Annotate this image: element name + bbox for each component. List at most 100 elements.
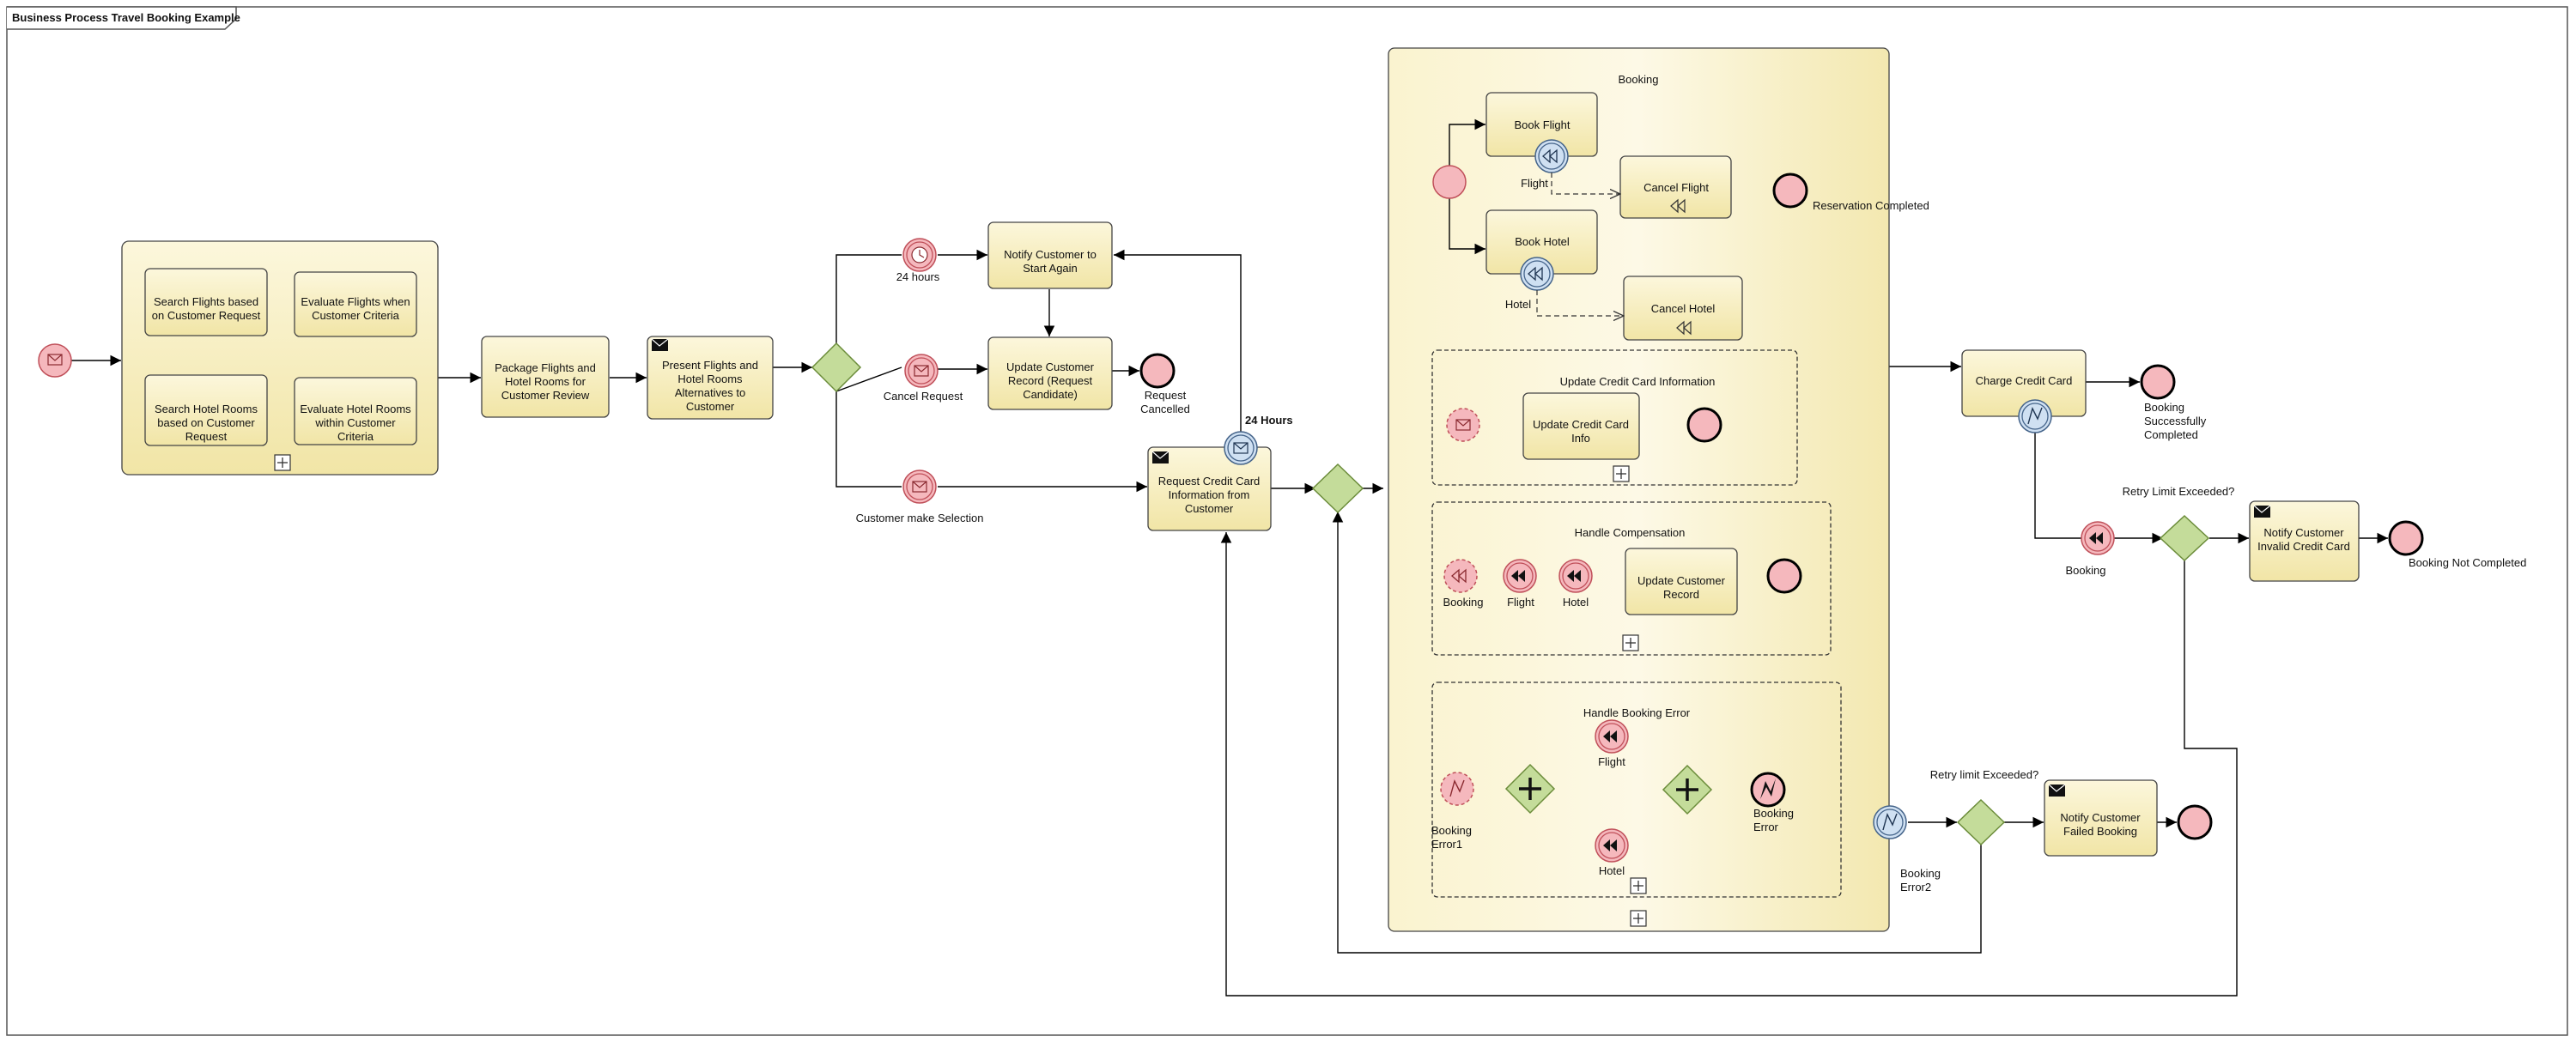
end-event-reservation-completed[interactable]	[1772, 173, 1808, 209]
timer-event-24h[interactable]	[902, 238, 937, 272]
exclusive-gateway-2[interactable]	[1311, 463, 1364, 514]
task-book-flight-label: Book Flight	[1514, 118, 1570, 131]
rewind-icon	[1677, 198, 1686, 214]
label-retry-limit-2: Retry limit Exceeded?	[1930, 768, 2038, 781]
error-end-event[interactable]	[1750, 772, 1786, 808]
handle-booking-error-subprocess[interactable]	[1431, 682, 1842, 898]
start-event-message[interactable]	[38, 343, 72, 378]
task-package-label-2: Hotel Rooms for	[505, 375, 586, 388]
boundary-compensation-flight[interactable]	[1534, 139, 1569, 173]
compensation-start-booking[interactable]	[1443, 559, 1478, 593]
boundary-error-booking-error2[interactable]	[1873, 805, 1907, 839]
compensation-end-event[interactable]	[1766, 558, 1802, 594]
end-event-request-cancelled[interactable]	[1139, 353, 1176, 389]
end-event-booking-not-completed[interactable]	[2388, 520, 2424, 556]
rewind-icon	[1610, 730, 1617, 742]
task-search-hotels-label-2: based on Customer	[157, 416, 255, 429]
label-flight-error: Flight	[1598, 755, 1625, 768]
error-start-event[interactable]	[1440, 772, 1474, 806]
rewind-icon	[1610, 839, 1617, 851]
task-search-flights-label-1: Search Flights based	[154, 295, 258, 308]
error-lightning-icon	[1449, 779, 1465, 797]
message-event-cancel-request[interactable]	[904, 354, 939, 388]
end-event-booking-success[interactable]	[2140, 364, 2176, 400]
rewind-icon	[1458, 568, 1467, 584]
task-search-flights[interactable]	[144, 268, 268, 336]
update-cc-subprocess[interactable]	[1431, 349, 1798, 486]
compensation-throw-hotel[interactable]	[1558, 559, 1593, 593]
task-search-flights-label-2: on Customer Request	[152, 309, 261, 322]
task-search-hotels-label-1: Search Hotel Rooms	[155, 403, 258, 415]
task-cancel-hotel[interactable]	[1623, 276, 1743, 341]
envelope-icon-flap	[912, 481, 927, 488]
exclusive-gateway-retry-1[interactable]	[2159, 514, 2210, 562]
rewind-icon	[1518, 570, 1525, 582]
task-notify-invalid-cc[interactable]	[2249, 500, 2360, 582]
compensation-throw-flight[interactable]	[1503, 559, 1537, 593]
label-booking-success-2: Successfully	[2144, 415, 2207, 427]
label-booking-error-1: Booking	[1753, 807, 1794, 820]
parallel-gateway-join[interactable]	[1662, 764, 1713, 815]
boundary-compensation-hotel[interactable]	[1520, 257, 1554, 291]
task-update-cc-info[interactable]	[1522, 392, 1640, 460]
compensation-associations	[1536, 173, 1624, 316]
task-package-label-1: Package Flights and	[495, 361, 596, 374]
task-evaluate-flights[interactable]	[294, 271, 417, 337]
handle-compensation-subprocess[interactable]	[1431, 501, 1832, 656]
task-present-label-3: Alternatives to	[675, 386, 745, 399]
label-reservation-completed: Reservation Completed	[1813, 199, 1929, 212]
label-customer-selection: Customer make Selection	[856, 512, 984, 524]
compensation-throw-booking[interactable]	[2081, 521, 2115, 555]
task-request-cc[interactable]	[1147, 446, 1272, 531]
task-notify-start-again[interactable]	[987, 221, 1113, 289]
compensation-throw-hotel-2[interactable]	[1595, 828, 1629, 863]
task-charge-cc-label: Charge Credit Card	[1976, 374, 2073, 387]
task-evaluate-hotels[interactable]	[294, 377, 417, 445]
compensation-task-icons	[1670, 198, 1692, 336]
update-cc-end-event[interactable]	[1686, 407, 1722, 443]
handle-compensation-title: Handle Compensation	[1575, 526, 1686, 539]
task-notify-failed-booking[interactable]	[2044, 779, 2158, 857]
task-cancel-flight[interactable]	[1619, 155, 1732, 219]
update-cc-subprocess-title: Update Credit Card Information	[1560, 375, 1716, 388]
label-24-hours-bold: 24 Hours	[1245, 414, 1293, 427]
exclusive-gateway-1[interactable]	[811, 342, 862, 393]
task-notify-failed-label-2: Failed Booking	[2063, 825, 2137, 838]
label-booking-error1-1: Booking	[1431, 824, 1472, 837]
end-event-failed-booking[interactable]	[2177, 804, 2213, 840]
task-evaluate-hotels-label-3: Criteria	[337, 430, 374, 443]
task-search-hotels-label-3: Request	[185, 430, 228, 443]
exclusive-gateway-retry-2[interactable]	[1956, 798, 2006, 846]
error-lightning-icon	[2027, 407, 2043, 425]
booking-start-event[interactable]	[1432, 165, 1467, 199]
task-update-cc-label-2: Info	[1571, 432, 1590, 445]
task-package[interactable]	[481, 336, 610, 418]
message-event-customer-selection[interactable]	[902, 470, 937, 504]
label-booking-error1-2: Error1	[1431, 838, 1462, 851]
update-cc-start-event[interactable]	[1446, 408, 1480, 442]
rewind-icon	[1534, 266, 1543, 282]
rewind-icon	[1603, 730, 1610, 742]
task-cancel-hotel-label: Cancel Hotel	[1651, 302, 1716, 315]
envelope-icon-flap	[2253, 505, 2271, 513]
task-search-hotels[interactable]	[144, 374, 268, 446]
task-book-hotel-label: Book Hotel	[1515, 235, 1570, 248]
label-booking-success-1: Booking	[2144, 401, 2184, 414]
envelope-icon-flap	[1455, 419, 1471, 427]
boundary-message-event-24hours[interactable]	[1224, 431, 1258, 465]
label-booking-throw: Booking	[2066, 564, 2106, 577]
task-present-label-1: Present Flights and	[662, 359, 758, 372]
parallel-gateway-split[interactable]	[1504, 763, 1556, 815]
task-request-cc-label-1: Request Credit Card	[1158, 475, 1261, 488]
label-booking-error2-2: Error2	[1900, 881, 1931, 894]
task-notify-start-label-1: Notify Customer to	[1004, 248, 1097, 261]
task-present-label-4: Customer	[686, 400, 735, 413]
task-update-customer-record[interactable]	[1625, 548, 1738, 615]
envelope-icon-flap	[1151, 451, 1170, 459]
compensation-throw-flight-2[interactable]	[1595, 719, 1629, 754]
task-evaluate-flights-label-1: Evaluate Flights when	[301, 295, 410, 308]
boundary-error-charge-cc[interactable]	[2018, 399, 2052, 433]
task-update-record-candidate[interactable]	[987, 336, 1113, 410]
task-update-record-label-3: Candidate)	[1023, 388, 1078, 401]
task-present[interactable]	[647, 336, 774, 420]
